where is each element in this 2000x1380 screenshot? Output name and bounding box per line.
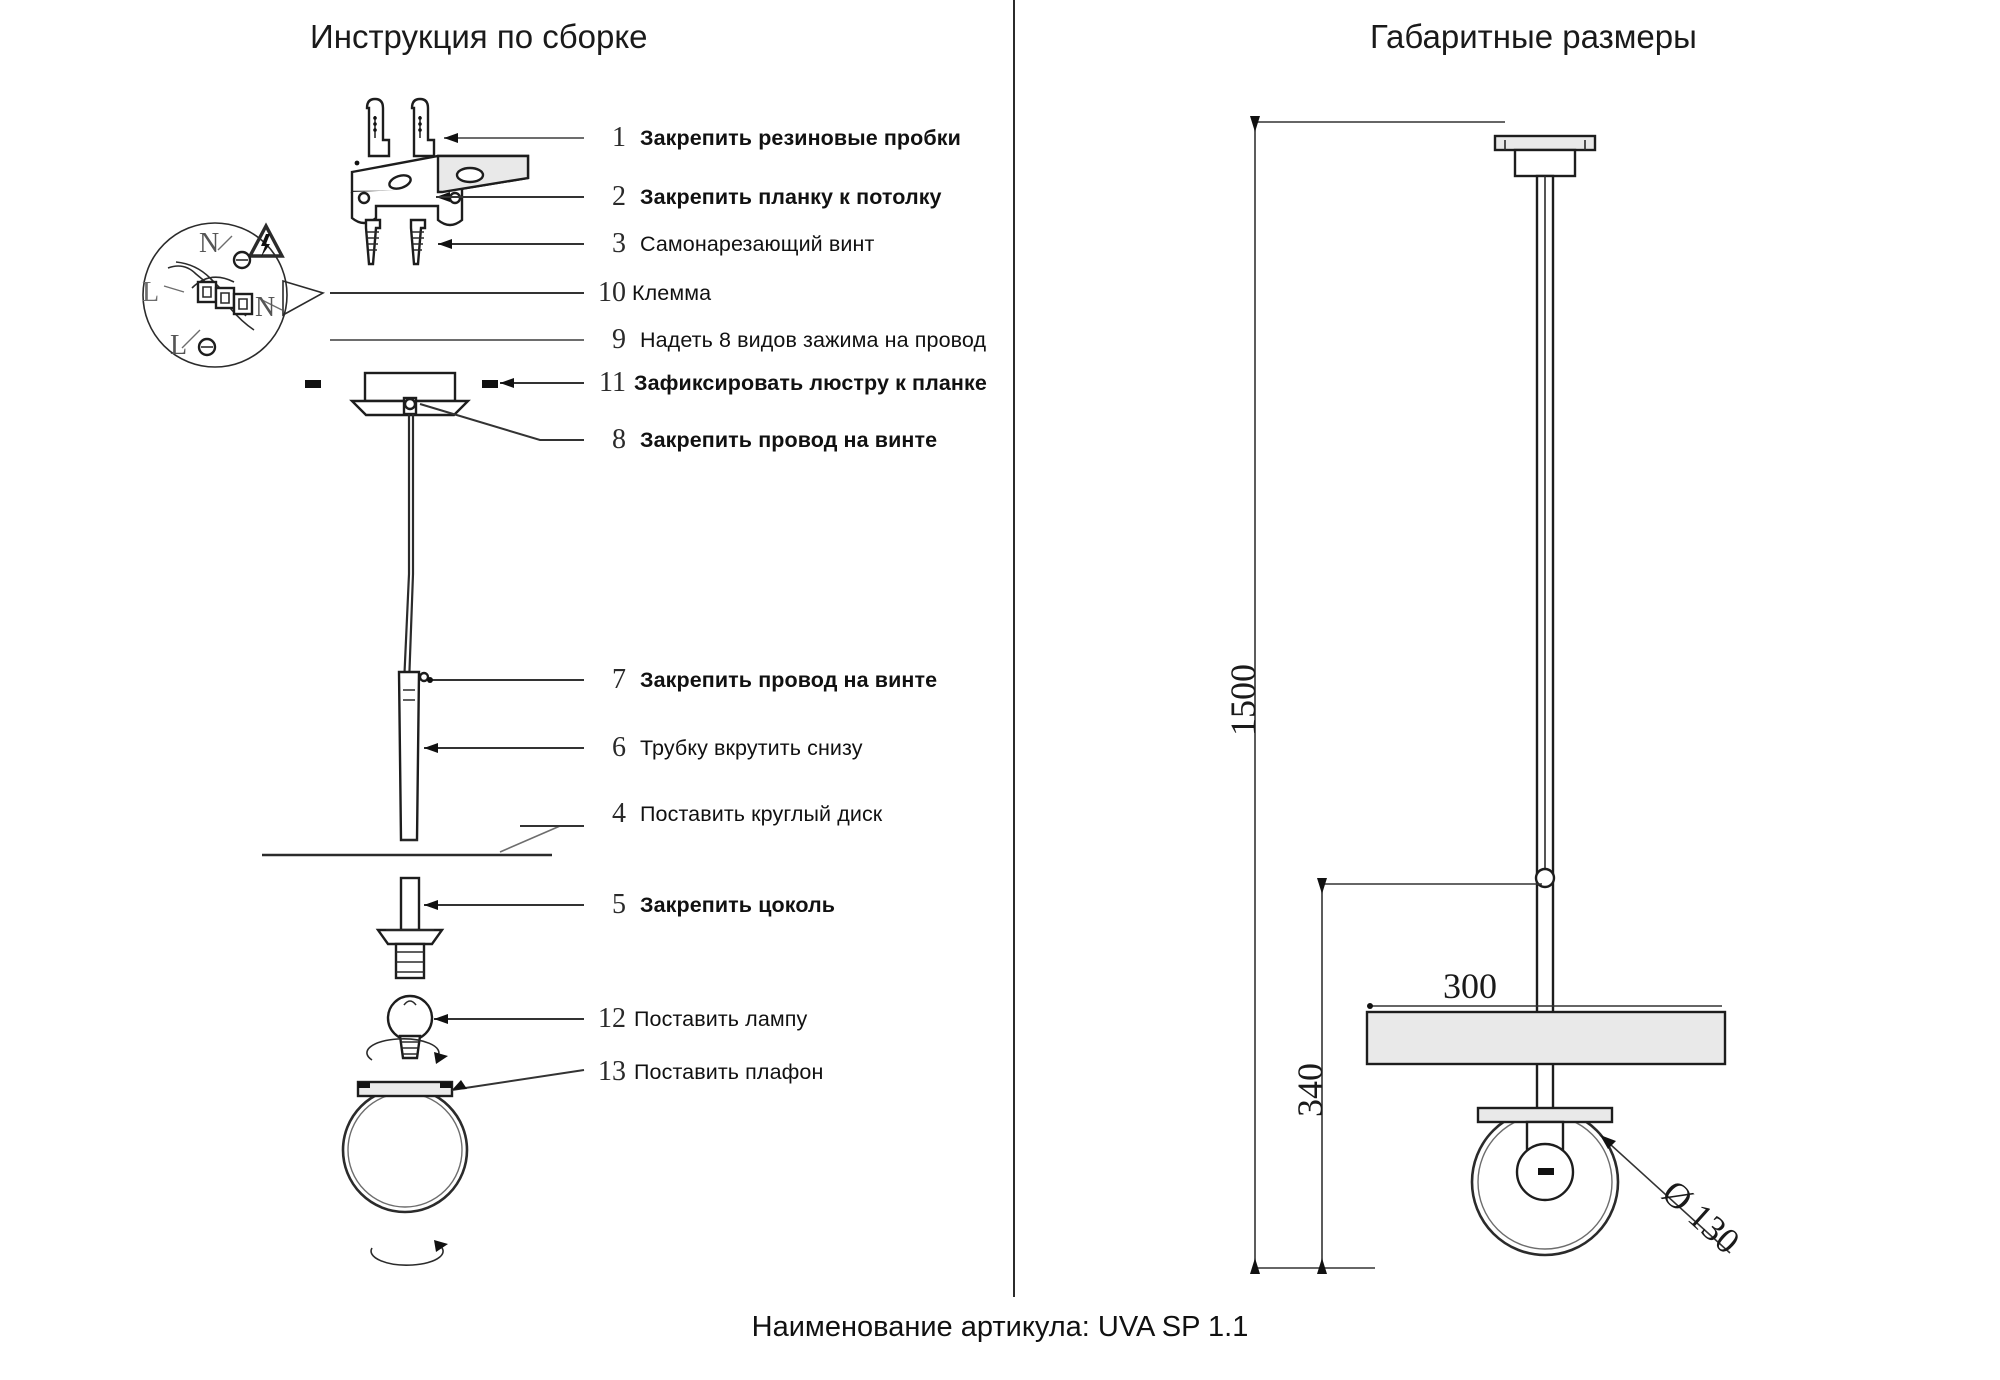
callout-number: 8 [612,424,626,455]
callout-step-1: 1 Закрепить резиновые пробки [584,124,961,152]
callout-number: 3 [612,228,626,259]
callout-number: 9 [612,324,626,355]
round-disc-icon [262,825,561,857]
callout-step-13: 13 Поставить плафон [584,1058,823,1086]
callout-number: 12 [598,1003,626,1034]
callout-label: Зафиксировать люстру к планке [634,370,987,395]
callout-step-12: 12 Поставить лампу [584,1005,807,1033]
self-tapping-screw-icon [409,218,427,266]
terminal-label-n-top: N [199,228,220,259]
callout-label: Поставить лампу [634,1006,808,1031]
callout-step-11: 11 Зафиксировать люстру к планке [584,369,987,397]
callout-step-6: 6 Трубку вкрутить снизу [584,734,863,762]
callout-number: 4 [612,798,626,829]
callout-leader-lines [330,133,585,1091]
article-caption: Наименование артикула: UVA SP 1.1 [751,1311,1249,1343]
callout-label: Поставить круглый диск [640,801,883,826]
callout-number: 2 [612,181,626,212]
globe-shade-icon [341,1038,469,1266]
panel-divider [1013,0,1015,1297]
callout-number: 13 [598,1056,626,1087]
callout-label: Поставить плафон [634,1059,824,1084]
callout-step-2: 2 Закрепить планку к потолку [584,183,942,211]
callout-step-3: 3 Самонарезающий винт [584,230,874,258]
callout-number: 5 [612,889,626,920]
lamp-bulb-icon [386,994,434,1060]
rod-tube-icon [397,670,430,842]
callout-label: Закрепить планку к потолку [640,184,942,209]
callout-label: Надеть 8 видов зажима на провод [640,327,987,352]
callout-label: Закрепить провод на винте [640,427,938,452]
callout-step-10: 10 Клемма [584,279,711,307]
terminal-label-n-right: N [255,292,276,323]
dimension-340: 340 [1290,1063,1330,1117]
callout-label: Закрепить цоколь [640,892,836,917]
dimension-1500: 1500 [1223,664,1263,736]
callout-number: 7 [612,664,626,695]
canopy-icon [305,371,498,417]
callout-number: 1 [612,122,626,153]
callout-number: 11 [599,367,626,398]
suspension-cable [402,414,415,685]
dimension-drawing: 1500 340 300 Ø 130 [1223,116,1748,1274]
socket-icon [375,876,445,980]
mounting-bracket-icon [350,154,530,227]
callout-step-8: 8 Закрепить провод на винте [584,426,937,454]
dimension-globe-diameter: Ø 130 [1655,1172,1748,1261]
right-panel-title: Габаритные размеры [1370,18,1697,55]
left-panel-title: Инструкция по сборке [310,18,648,55]
rubber-plug-icon [365,97,391,158]
dimension-300: 300 [1443,966,1497,1006]
terminal-label-l-left: L [142,277,160,308]
callout-label: Самонарезающий винт [640,231,875,256]
terminal-label-l-bottom: L [170,330,188,361]
self-tapping-screw-icon [364,218,382,266]
callout-step-5: 5 Закрепить цоколь [584,891,835,919]
callout-label: Клемма [632,280,712,305]
callout-step-7: 7 Закрепить провод на винте [584,666,937,694]
callout-label: Закрепить резиновые пробки [640,125,961,150]
callout-number: 10 [598,277,626,308]
rubber-plug-icon [410,97,436,158]
callout-step-4: 4 Поставить круглый диск [584,800,882,828]
callout-label: Трубку вкрутить снизу [640,735,863,760]
callout-step-9: 9 Надеть 8 видов зажима на провод [584,326,986,354]
callout-number: 6 [612,732,626,763]
callout-label: Закрепить провод на винте [640,667,938,692]
